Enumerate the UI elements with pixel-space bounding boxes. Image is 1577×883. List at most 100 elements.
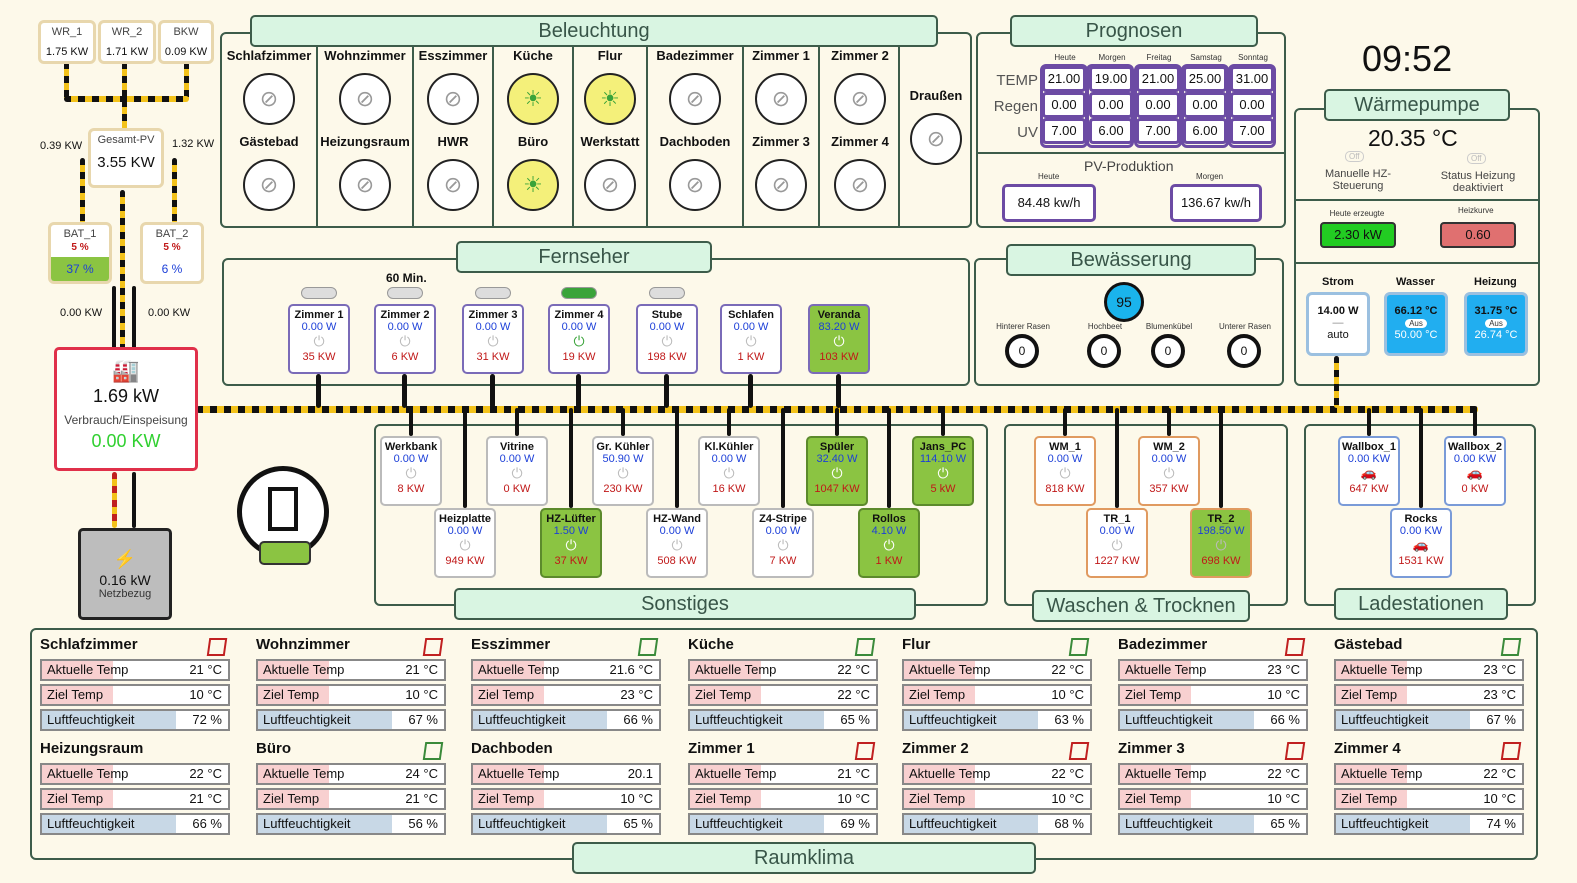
zone-button[interactable]: 0 xyxy=(1227,334,1261,368)
power-icon[interactable]: ⏻ xyxy=(1059,465,1071,481)
power-icon[interactable]: ⏻ xyxy=(937,465,949,481)
bulb-icon[interactable]: ⊘ xyxy=(243,73,295,125)
heizung-card[interactable]: 31.75 °C Aus 26.74 °C xyxy=(1464,292,1528,356)
bulb-icon[interactable]: ⊘ xyxy=(910,113,962,165)
bulb-icon[interactable]: ☀ xyxy=(507,73,559,125)
power-pole-icon: ⚡ xyxy=(113,549,137,569)
tv-toggle[interactable] xyxy=(387,287,423,299)
power-icon[interactable]: ⏻ xyxy=(883,537,895,553)
tv-card-power: 0.00 W xyxy=(733,321,769,333)
bulb-icon[interactable]: ⊘ xyxy=(427,73,479,125)
bulb-icon[interactable]: ⊘ xyxy=(834,73,886,125)
door-button[interactable] xyxy=(237,466,329,565)
bulb-icon[interactable]: ⊘ xyxy=(584,159,636,211)
power-icon[interactable]: ⏻ xyxy=(405,465,417,481)
lamp-0[interactable]: Schlafzimmer⊘ xyxy=(222,48,316,125)
power-icon[interactable]: ⏻ xyxy=(511,465,523,481)
bulb-icon[interactable]: ⊘ xyxy=(427,159,479,211)
lamp-15[interactable]: Zimmer 4⊘ xyxy=(822,134,898,211)
bulb-icon[interactable]: ⊘ xyxy=(339,159,391,211)
wasser-card[interactable]: 66.12 °C Aus 50.00 °C xyxy=(1384,292,1448,356)
bulb-icon[interactable]: ⊘ xyxy=(834,159,886,211)
power-icon[interactable]: ⏻ xyxy=(1215,537,1227,553)
lamp-13[interactable]: Zimmer 3⊘ xyxy=(744,134,818,211)
power-icon[interactable]: ⏻ xyxy=(831,465,843,481)
lamp-4[interactable]: Esszimmer⊘ xyxy=(414,48,492,125)
zone-button[interactable]: 0 xyxy=(1005,334,1039,368)
bulb-icon[interactable]: ⊘ xyxy=(755,159,807,211)
lamp-6[interactable]: Küche☀ xyxy=(494,48,572,125)
lamp-7[interactable]: Büro☀ xyxy=(494,134,572,211)
power-icon[interactable]: ⏻ xyxy=(313,333,325,349)
wasser-toggle[interactable]: Aus xyxy=(1405,319,1427,328)
power-icon[interactable]: ⏻ xyxy=(723,465,735,481)
lamp-10[interactable]: Badezimmer⊘ xyxy=(648,48,742,125)
bulb-icon[interactable]: ⊘ xyxy=(669,159,721,211)
tv-toggle[interactable] xyxy=(649,287,685,299)
lamp-2[interactable]: Wohnzimmer⊘ xyxy=(318,48,412,125)
power-icon[interactable]: ⏻ xyxy=(745,333,757,349)
lamp-14[interactable]: Zimmer 2⊘ xyxy=(822,48,898,125)
lamp-3[interactable]: Heizungsraum⊘ xyxy=(318,134,412,211)
lamp-16[interactable]: Draußen⊘ xyxy=(900,88,972,165)
power-icon[interactable]: ⏻ xyxy=(573,333,585,349)
zone-button[interactable]: 0 xyxy=(1151,334,1185,368)
power-icon[interactable]: ⏻ xyxy=(671,537,683,553)
power-icon[interactable]: ⏻ xyxy=(661,333,673,349)
zone-button[interactable]: 0 xyxy=(1087,334,1121,368)
power-icon[interactable]: ⏻ xyxy=(1163,465,1175,481)
tv-toggle[interactable] xyxy=(561,287,597,299)
bulb-icon[interactable]: ⊘ xyxy=(243,159,295,211)
tv-toggle[interactable] xyxy=(475,287,511,299)
power-icon[interactable]: ⏻ xyxy=(617,465,629,481)
lamp-5[interactable]: HWR⊘ xyxy=(414,134,492,211)
bulb-icon[interactable]: ⊘ xyxy=(669,73,721,125)
lamp-9[interactable]: Werkstatt⊘ xyxy=(574,134,646,211)
lamp-11[interactable]: Dachboden⊘ xyxy=(648,134,742,211)
lamp-12[interactable]: Zimmer 1⊘ xyxy=(744,48,818,125)
bulb-icon[interactable]: ☀ xyxy=(507,159,559,211)
lamp-8[interactable]: Flur☀ xyxy=(574,48,646,125)
power-icon[interactable]: ⏻ xyxy=(459,537,471,553)
manual-toggle[interactable]: Off xyxy=(1345,151,1364,162)
lamp-1[interactable]: Gästebad⊘ xyxy=(222,134,316,211)
bulb-icon[interactable]: ⊘ xyxy=(339,73,391,125)
bulb-icon[interactable]: ⊘ xyxy=(755,73,807,125)
power-icon[interactable]: ⏻ xyxy=(399,333,411,349)
tv-toggle[interactable] xyxy=(301,287,337,299)
heizung-toggle[interactable]: Aus xyxy=(1485,319,1507,328)
power-icon[interactable]: ⏻ xyxy=(1111,537,1123,553)
power-icon[interactable]: ⏻ xyxy=(833,333,845,349)
status-toggle[interactable]: Off xyxy=(1467,153,1486,164)
strom-card[interactable]: 14.00 W — auto xyxy=(1306,292,1370,356)
power-icon[interactable]: ⏻ xyxy=(487,333,499,349)
power-icon[interactable]: ⏻ xyxy=(777,537,789,553)
power-icon[interactable]: ⏻ xyxy=(565,537,577,553)
bulb-icon[interactable]: ☀ xyxy=(584,73,636,125)
